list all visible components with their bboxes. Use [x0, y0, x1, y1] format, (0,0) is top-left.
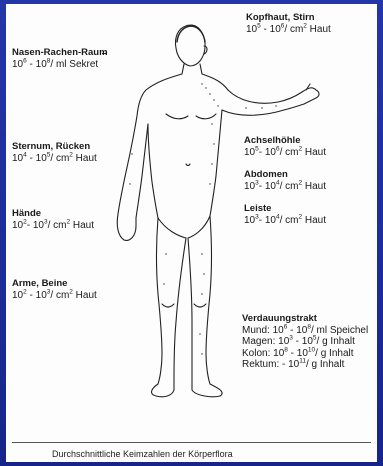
label-abdomen: Abdomen 103- 104/ cm2 Haut — [244, 169, 326, 193]
label-nasopharynx: Nasen-Rachen-Raum 106 - 108/ ml Sekret — [12, 47, 108, 71]
digestive-title: Verdauungstrakt — [242, 313, 368, 325]
groin-value: 103- 104/ cm2 Haut — [244, 215, 326, 227]
armpit-value: 105- 106/ cm2 Haut — [244, 147, 326, 159]
diagram-sheet: Kopfhaut, Stirn 105 - 106/ cm2 Haut Nase… — [6, 4, 377, 462]
hands-value: 102- 103/ cm2 Haut — [12, 220, 94, 232]
label-groin: Leiste 103- 104/ cm2 Haut — [244, 203, 326, 227]
digestive-rectum: Rektum: - 1011/ g Inhalt — [242, 359, 368, 371]
label-scalp: Kopfhaut, Stirn 105 - 106/ cm2 Haut — [246, 12, 331, 36]
sternum-value: 104 - 105/ cm2 Haut — [12, 153, 97, 165]
label-armpit: Achselhöhle 105- 106/ cm2 Haut — [244, 135, 326, 159]
digestive-mouth: Mund: 106 - 108/ ml Speichel — [242, 325, 368, 337]
label-hands: Hände 102- 103/ cm2 Haut — [12, 208, 94, 232]
nasopharynx-value: 106 - 108/ ml Sekret — [12, 59, 108, 71]
caption-divider — [12, 442, 371, 443]
label-digestive: Verdauungstrakt Mund: 106 - 108/ ml Spei… — [242, 313, 368, 371]
label-sternum: Sternum, Rücken 104 - 105/ cm2 Haut — [12, 141, 97, 165]
scalp-value: 105 - 106/ cm2 Haut — [246, 24, 331, 36]
figure-caption: Durchschnittliche Keimzahlen der Körperf… — [52, 449, 233, 459]
digestive-stomach: Magen: 103 - 105/ g Inhalt — [242, 336, 368, 348]
abdomen-value: 103- 104/ cm2 Haut — [244, 181, 326, 193]
label-arms-legs: Arme, Beine 102 - 103/ cm2 Haut — [12, 278, 97, 302]
arms-legs-value: 102 - 103/ cm2 Haut — [12, 290, 97, 302]
